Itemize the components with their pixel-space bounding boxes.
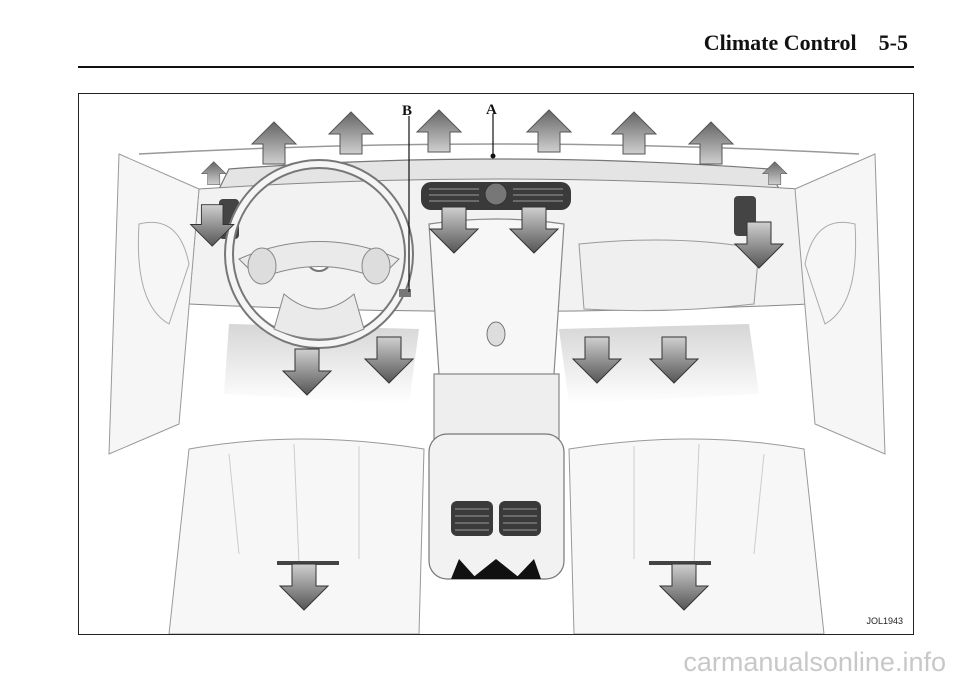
page-number: 5-5 — [878, 30, 908, 55]
arrow-up-icon — [328, 111, 374, 155]
arrow-down-icon — [451, 559, 477, 579]
page-header: Climate Control 5-5 — [704, 30, 908, 56]
arrow-up-icon — [526, 109, 572, 153]
arrow-up-icon — [611, 111, 657, 155]
rear-right-vent — [499, 501, 541, 536]
arrow-up-icon — [251, 121, 297, 165]
header-rule — [78, 66, 914, 68]
section-title: Climate Control — [703, 30, 857, 55]
sensor-b — [399, 289, 411, 297]
arrow-up-icon — [416, 109, 462, 153]
left-footwell — [224, 324, 419, 404]
interior-illustration — [108, 109, 886, 634]
arrow-up-icon — [688, 121, 734, 165]
airflow-figure: A B JOL1943 — [78, 93, 914, 635]
label-b: B — [402, 103, 413, 119]
label-a: A — [486, 102, 497, 118]
figure-code: JOL1943 — [866, 616, 903, 626]
rear-left-vent — [451, 501, 493, 536]
right-seat — [568, 438, 825, 634]
left-seat — [168, 438, 425, 634]
arrow-down-icon — [515, 559, 541, 579]
arrow-down-icon — [471, 559, 521, 579]
watermark: carmanualsonline.info — [683, 647, 946, 677]
